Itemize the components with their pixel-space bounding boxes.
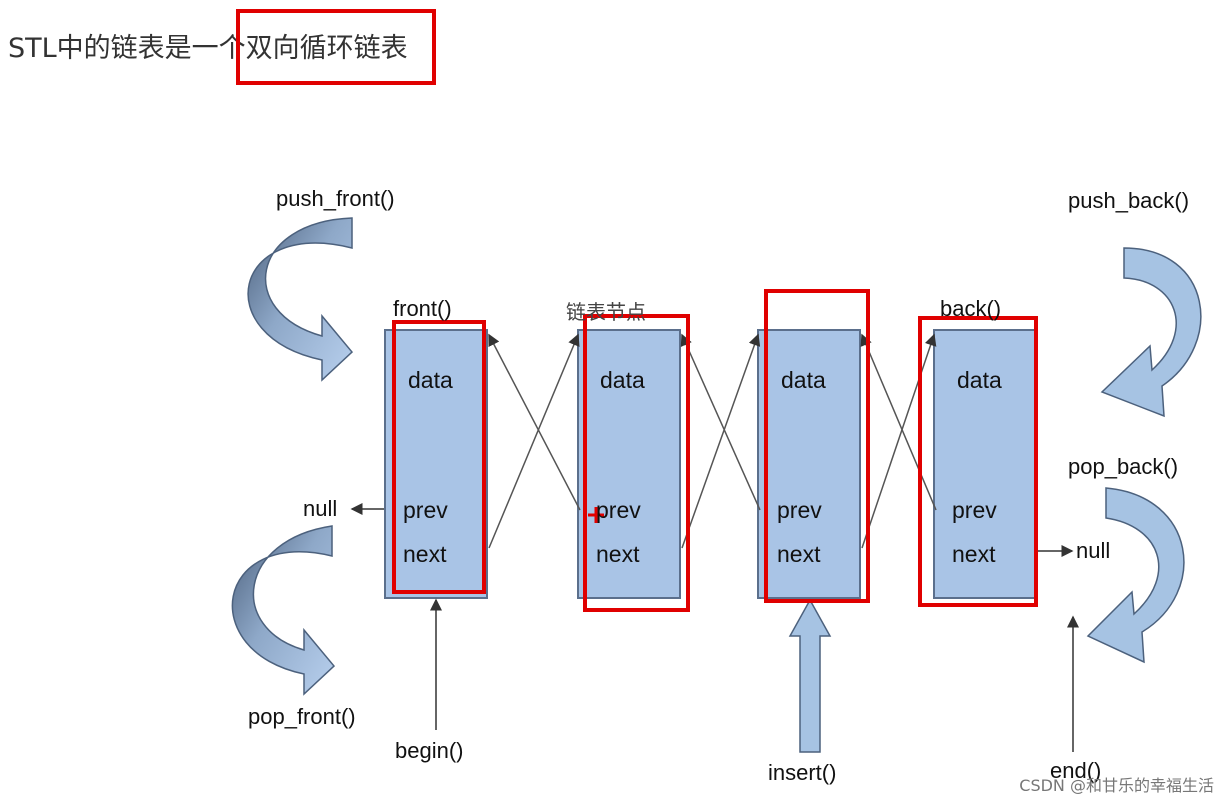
end-label: end() (1050, 758, 1102, 783)
node-3-data: data (781, 367, 826, 393)
push-back-curl-icon (1100, 247, 1202, 418)
node-2-box (577, 329, 681, 599)
link-3-2-prev (680, 333, 761, 511)
node-2-highlight (583, 314, 690, 612)
node-2-prev: prev (596, 497, 641, 523)
page-title: STL中的链表是一个双向循环链表 (8, 33, 408, 64)
link-1-2-next (488, 333, 580, 549)
node-1-next: next (403, 541, 447, 567)
node-3-box (757, 329, 861, 599)
begin-label: begin() (395, 738, 464, 763)
node-2-data: data (600, 367, 645, 393)
title-highlight-box (236, 9, 436, 85)
node-4-top-label: back() (940, 296, 1002, 321)
node-3-next: next (777, 541, 821, 567)
node-4-prev: prev (952, 497, 997, 523)
push-front-curl-icon (247, 217, 354, 382)
node-2-next: next (596, 541, 640, 567)
node-3-highlight (764, 289, 870, 603)
node-4-next: next (952, 541, 996, 567)
watermark: CSDN @和甘乐的幸福生活 (1019, 776, 1214, 795)
pop-back-curl-icon (1086, 487, 1185, 664)
node-3-prev: prev (777, 497, 822, 523)
link-2-1-prev (488, 333, 581, 511)
node-1-data: data (408, 367, 453, 393)
push-back-label: push_back() (1068, 188, 1190, 213)
node-1-box (384, 329, 488, 599)
node-4-highlight (918, 316, 1038, 607)
pop-front-curl-icon (231, 525, 336, 696)
node-2-top-label: 链表节点 (566, 300, 646, 324)
null-right-label: null (1076, 538, 1111, 563)
link-4-3-prev (860, 333, 937, 511)
node-4-box (933, 329, 1037, 599)
node-1-highlight (392, 320, 486, 594)
push-front-label: push_front() (276, 186, 395, 211)
insert-arrow (788, 598, 832, 753)
pop-front-label: pop_front() (248, 704, 356, 729)
node-1-prev: prev (403, 497, 448, 523)
link-2-3-next (681, 333, 761, 549)
cursor-mark (588, 507, 604, 523)
pop-back-label: pop_back() (1068, 454, 1179, 479)
null-left-label: null (303, 496, 338, 521)
link-3-4-next (861, 333, 937, 549)
node-1-top-label: front() (393, 296, 452, 321)
insert-label: insert() (768, 760, 837, 785)
node-4-data: data (957, 367, 1002, 393)
